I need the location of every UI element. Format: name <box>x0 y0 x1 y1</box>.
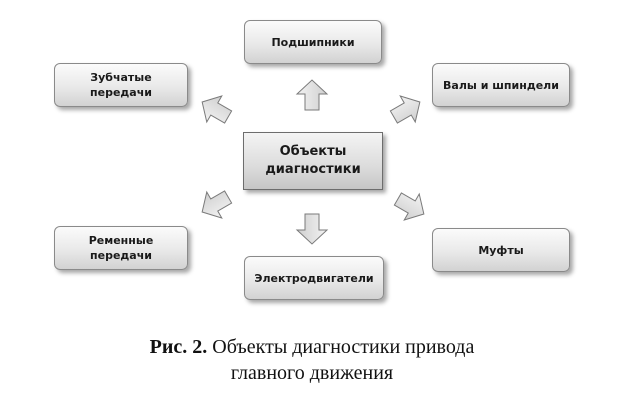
node-gears: Зубчатые передачи <box>54 63 188 107</box>
node-shafts: Валы и шпиндели <box>432 63 570 107</box>
arrow-down-to-motors <box>295 213 329 245</box>
node-shafts-label: Валы и шпиндели <box>443 78 559 92</box>
node-bearings: Подшипники <box>244 20 382 64</box>
arrow-to-couplings <box>393 192 425 221</box>
figure-caption-label: Рис. 2. <box>149 336 208 358</box>
node-gears-label: Зубчатые передачи <box>90 71 152 99</box>
figure-caption-line1: Рис. 2. Объекты диагностики привода <box>0 334 624 360</box>
figure-caption-text-1: Объекты диагностики привода <box>212 336 475 358</box>
arrow-to-shafts <box>389 95 421 124</box>
figure-caption-line2: главного движения <box>0 360 624 386</box>
arrow-up-to-bearings <box>295 79 329 111</box>
node-couplings-label: Муфты <box>478 243 524 257</box>
arrow-to-gears <box>201 95 233 124</box>
node-motors: Электродвигатели <box>244 256 384 300</box>
node-belts-label: Ременные передачи <box>88 234 154 262</box>
figure-caption-text-2: главного движения <box>230 362 394 384</box>
node-motors-label: Электродвигатели <box>254 271 374 285</box>
node-couplings: Муфты <box>432 228 570 272</box>
node-bearings-label: Подшипники <box>271 35 355 49</box>
arrow-to-belts <box>201 190 233 219</box>
node-belts: Ременные передачи <box>54 226 188 270</box>
center-node-label: Объекты диагностики <box>265 144 361 177</box>
center-node-diagnostics-objects: Объекты диагностики <box>243 132 383 190</box>
